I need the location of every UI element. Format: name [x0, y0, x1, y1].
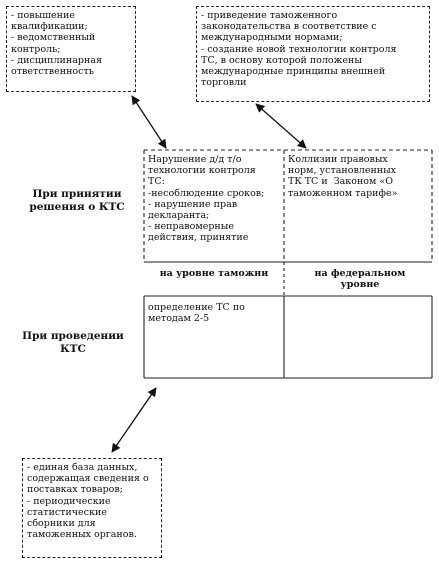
top-right-line: законодательства в соответствие с [201, 21, 377, 33]
top-left-line: - повышение [11, 10, 75, 21]
top-left-box: - повышение квалификации; - ведомственны… [6, 6, 136, 92]
top-right-box: - приведение таможенного законодательств… [196, 6, 430, 102]
federal-decision-line: ТК ТС и Законом «О [288, 176, 394, 188]
top-right-line: - создание новой технологии контроля [201, 43, 397, 55]
top-left-line: ответственность [11, 66, 94, 78]
customs-conduct-line: методам 2-5 [148, 313, 210, 325]
top-right-line: международные принципы внешней [201, 66, 386, 78]
bottom-line: - единая база данных, [27, 462, 138, 473]
bottom-box: - единая база данных, содержащая сведени… [22, 458, 162, 558]
bottom-line: поставках товаров; [27, 484, 123, 496]
top-right-line: ТС, в основу которой положены [201, 54, 362, 66]
header-federal-level: на федеральном уровне [314, 268, 406, 291]
top-right-line: торговли [201, 77, 247, 89]
bottom-line: сборники для [27, 518, 96, 530]
customs-decision-line: декларанта; [148, 210, 210, 222]
decision-row-label: При принятии решения о КТС [29, 188, 125, 213]
customs-conduct-line: определение ТС по [148, 302, 245, 313]
federal-decision-line: норм, установленных [288, 165, 397, 177]
customs-decision-line: - нарушение прав [148, 198, 238, 210]
top-left-line: - ведомственный [11, 32, 96, 44]
customs-decision-line: Нарушение д/д т/о [148, 154, 242, 165]
customs-decision-line: ТС: [148, 176, 165, 188]
customs-decision-line: технологии контроля [148, 165, 256, 177]
top-left-line: - дисциплинарная [11, 54, 102, 66]
top-right-line: международными нормами; [201, 32, 343, 44]
federal-decision-cell: Коллизии правовых норм, установленных ТК… [284, 152, 432, 262]
top-right-line: - приведение таможенного [201, 10, 338, 21]
bottom-line: - периодические [27, 495, 111, 507]
arrow-top-left [131, 95, 167, 149]
federal-decision-line: таможенном тарифе» [288, 187, 398, 199]
top-left-line: контроль; [11, 43, 61, 55]
customs-decision-line: действия, принятие [148, 232, 249, 244]
customs-decision-line: -несоблюдение сроков; [148, 187, 265, 199]
customs-conduct-cell: определение ТС по методам 2-5 [144, 300, 284, 350]
federal-decision-line: Коллизии правовых [288, 154, 388, 165]
header-customs-level: на уровне таможни [159, 268, 269, 279]
conduct-row-label: При проведении КТС [22, 330, 124, 355]
customs-decision-cell: Нарушение д/д т/о технологии контроля ТС… [144, 152, 284, 262]
customs-decision-line: - неправомерные [148, 221, 234, 233]
bottom-line: таможенных органов. [27, 529, 137, 541]
bottom-line: содержащая сведения о [27, 473, 149, 485]
arrow-top-right [255, 103, 307, 149]
arrow-bottom [111, 387, 157, 453]
top-left-line: квалификации; [11, 21, 88, 33]
bottom-line: статистические [27, 506, 107, 518]
